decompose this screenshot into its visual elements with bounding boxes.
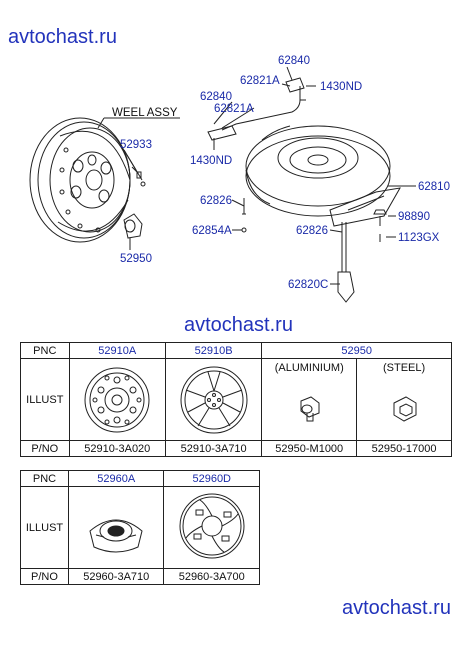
watermark-bottom: avtochast.ru [342, 597, 451, 619]
label-62826-right: 62826 [296, 225, 328, 237]
steel-wheel-icon [84, 367, 150, 433]
pno-52910a: 52910-3A020 [68, 440, 166, 457]
illust-label: ILLUST [20, 358, 70, 441]
hub-cap-icon [179, 493, 245, 559]
center-cap-icon [89, 519, 143, 553]
label-1123gx: 1123GX [398, 232, 440, 244]
valve-part [131, 166, 146, 187]
label-52950: 52950 [120, 253, 152, 265]
wheel-assembly-drawing [29, 117, 131, 243]
label-1430nd-top: 1430ND [320, 81, 362, 93]
pno-52950-steel: 52950-17000 [356, 440, 452, 457]
exploded-parts-diagram: WEEL ASSY 52933 52950 62840 62821A 1430N… [29, 55, 450, 303]
illust-52950-aluminium: (ALUMINIUM) [261, 358, 358, 441]
label-98890: 98890 [398, 211, 430, 223]
label-62826-left: 62826 [200, 195, 232, 207]
label-weel-assy: WEEL ASSY [112, 107, 178, 119]
pnc-52910a[interactable]: 52910A [68, 342, 166, 359]
watermark-middle: avtochast.ru [184, 314, 293, 336]
illust-label-2: ILLUST [20, 486, 69, 569]
illust-52910a [68, 358, 166, 441]
illust-52950-steel: (STEEL) [356, 358, 452, 441]
pnc-label-2: PNC [20, 470, 69, 487]
label-62810: 62810 [418, 181, 450, 193]
pnc-52960d[interactable]: 52960D [163, 470, 260, 487]
sub-aluminium: (ALUMINIUM) [274, 362, 344, 374]
lug-nut-icon [300, 396, 320, 422]
label-62854a: 62854A [192, 225, 232, 237]
spare-tire-drawing [245, 125, 391, 217]
illust-52960d [163, 486, 260, 569]
parts-table-wheels: PNC 52910A 52910B 52950 ILLUST [20, 342, 452, 457]
illust-52910b [164, 358, 263, 441]
lug-nut-icon [393, 396, 417, 422]
pnc-52950[interactable]: 52950 [261, 342, 452, 359]
carrier-assembly [207, 77, 401, 303]
pno-label-2: P/NO [20, 568, 69, 585]
pno-52960d: 52960-3A700 [163, 568, 260, 585]
alloy-wheel-icon [180, 366, 248, 434]
label-62821a-top: 62821A [240, 75, 280, 87]
label-62821a-mid: 62821A [214, 103, 254, 115]
label-1430nd-mid: 1430ND [190, 155, 232, 167]
parts-table-caps: PNC 52960A 52960D ILLUST [20, 470, 260, 585]
label-62840-mid: 62840 [200, 91, 232, 103]
lug-nut-part [123, 213, 143, 239]
pno-label: P/NO [20, 440, 70, 457]
pnc-52960a[interactable]: 52960A [67, 470, 165, 487]
sub-steel: (STEEL) [382, 362, 426, 374]
pno-52950-aluminium: 52950-M1000 [261, 440, 358, 457]
illust-52960a [67, 486, 165, 569]
watermark-top: avtochast.ru [8, 26, 117, 48]
label-52933: 52933 [120, 139, 152, 151]
pno-52910b: 52910-3A710 [164, 440, 263, 457]
pno-52960a: 52960-3A710 [67, 568, 165, 585]
pnc-52910b[interactable]: 52910B [164, 342, 263, 359]
label-62840-top: 62840 [278, 55, 310, 67]
label-62820c: 62820C [288, 279, 328, 291]
pnc-label: PNC [20, 342, 70, 359]
